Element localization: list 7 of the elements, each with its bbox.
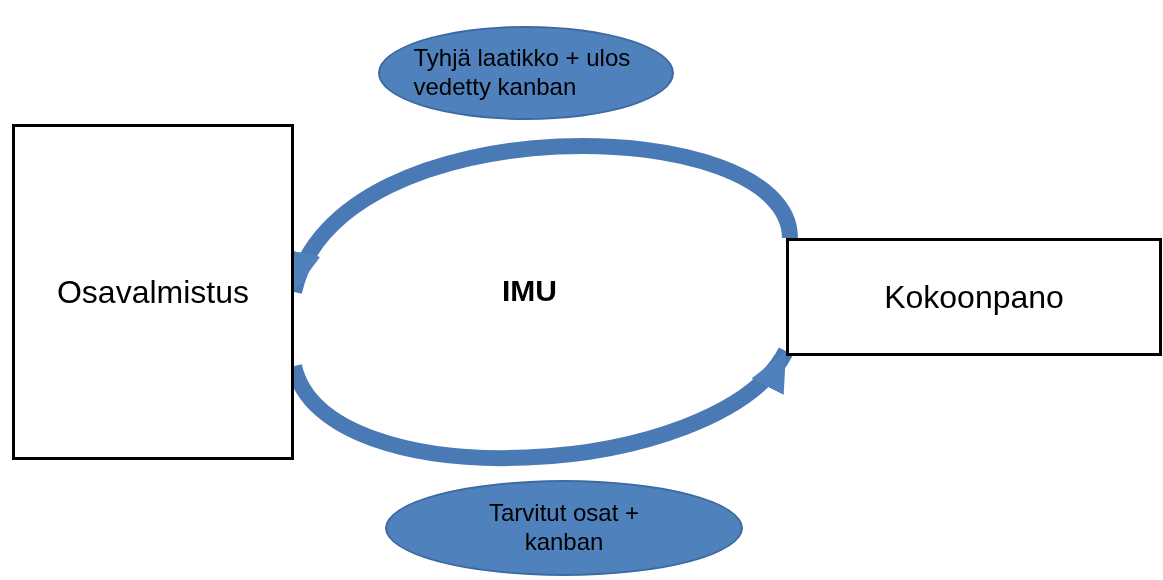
node-text: Osavalmistus: [56, 273, 249, 311]
center-label: IMU: [502, 274, 557, 308]
node-text: Kokoonpano: [884, 278, 1064, 316]
process-box: [12, 124, 294, 460]
process-box: [786, 238, 1162, 356]
node-text: Tyhjä laatikko + ulos vedetty kanban: [413, 44, 632, 102]
node-text: Tarvitut osat + kanban: [487, 499, 641, 557]
